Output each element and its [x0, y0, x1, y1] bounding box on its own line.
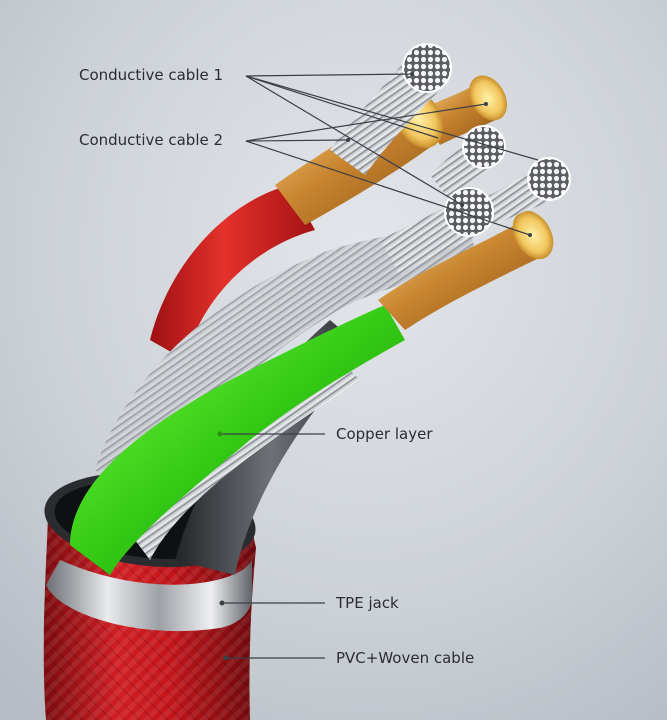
leader-cable2-c — [245, 140, 531, 236]
red-wire — [150, 185, 315, 360]
leader-cable1-d — [245, 75, 463, 206]
label-pvc-woven-cable: PVC+Woven cable — [336, 649, 475, 667]
gold-conductor-lower — [378, 210, 554, 330]
label-conductive-cable-1: Conductive cable 1 — [79, 66, 224, 84]
green-wire — [70, 305, 405, 575]
leader-cable1-a — [245, 73, 413, 77]
leader-dots — [217, 431, 223, 437]
silver-strand-bundles — [330, 43, 571, 275]
label-conductive-cable-2: Conductive cable 2 — [79, 131, 224, 149]
label-copper-layer: Copper layer — [336, 425, 433, 443]
leader-cable2-a — [245, 103, 487, 142]
leader-lines — [220, 73, 539, 659]
leader-cable1-b — [245, 75, 439, 139]
label-tpe-jack: TPE jack — [336, 594, 399, 612]
leader-cable2-b — [245, 139, 349, 142]
